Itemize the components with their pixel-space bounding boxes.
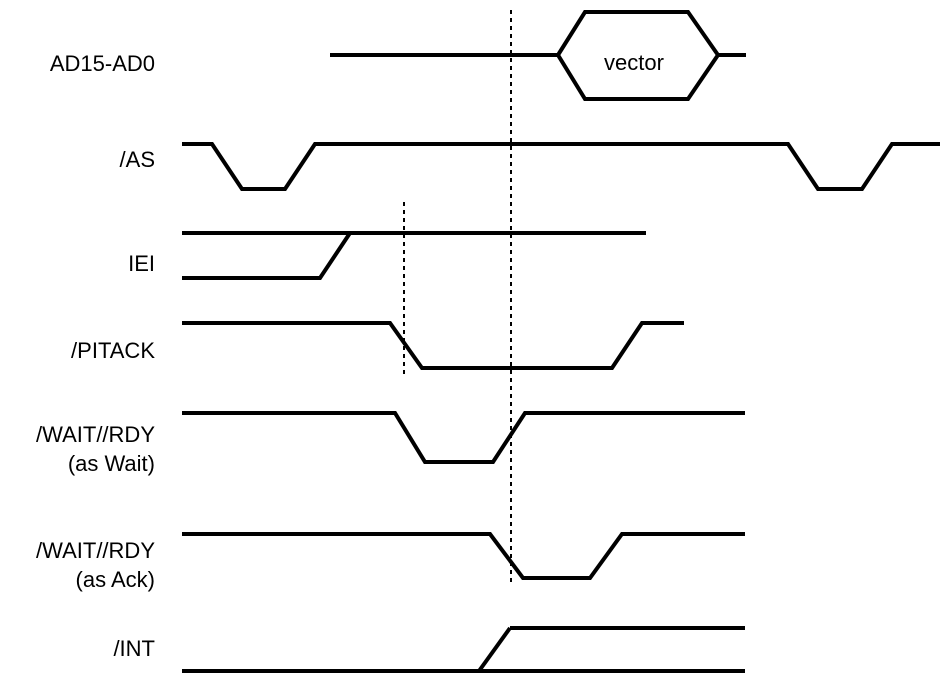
label-pitack: /PITACK xyxy=(71,338,155,363)
label-int: /INT xyxy=(113,636,155,661)
label-ad15-ad0: AD15-AD0 xyxy=(50,51,155,76)
pitack-waveform xyxy=(182,321,684,370)
label-wait-rdy-wait-line2: (as Wait) xyxy=(68,451,155,476)
label-wait-rdy-wait-line1: /WAIT//RDY xyxy=(36,422,155,447)
iei-rising-waveform xyxy=(182,231,352,280)
as-waveform xyxy=(182,142,940,191)
ad-bus-vector-label: vector xyxy=(604,50,664,75)
label-wait-rdy-ack-line2: (as Ack) xyxy=(76,567,155,592)
label-iei: IEI xyxy=(128,251,155,276)
wait-as-ack-waveform xyxy=(182,532,745,580)
label-wait-rdy-ack-line1: /WAIT//RDY xyxy=(36,538,155,563)
label-as: /AS xyxy=(120,147,155,172)
wait-as-wait-waveform xyxy=(182,411,745,464)
int-transition xyxy=(477,626,512,673)
